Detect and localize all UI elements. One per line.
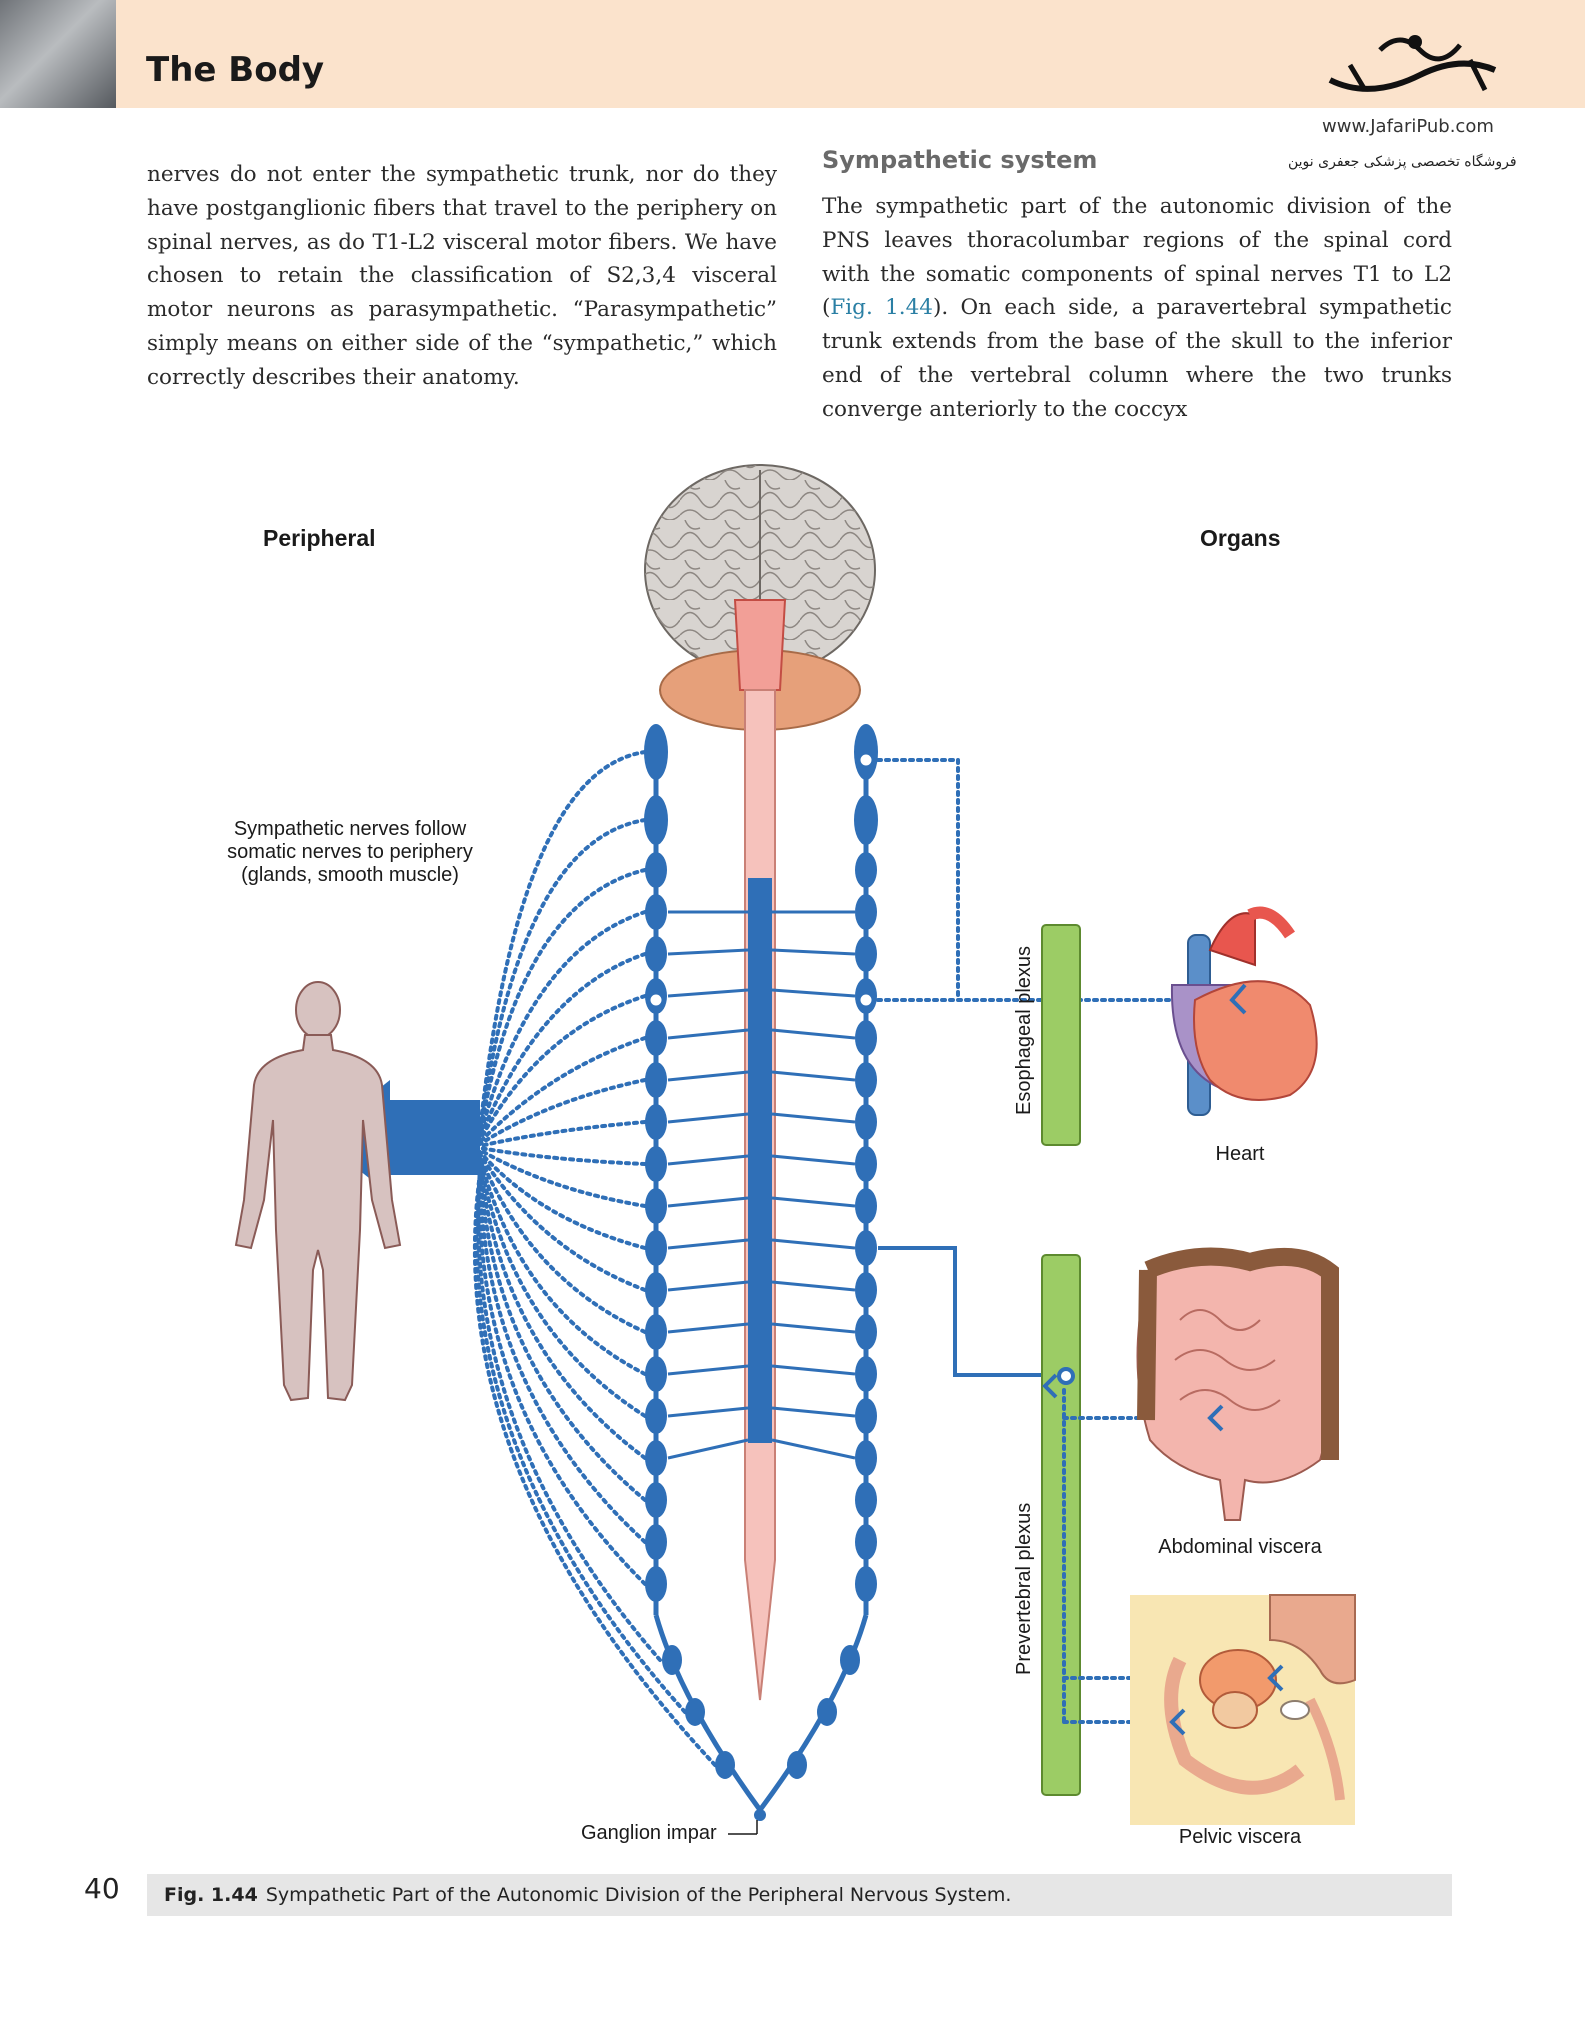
right-sympathetic-trunk xyxy=(754,724,878,1821)
website-url: www.JafariPub.com xyxy=(1322,116,1494,137)
cardiac-nerve-path xyxy=(876,758,1230,1002)
prevertebral-plexus-bar xyxy=(1041,1254,1081,1796)
heart-label: Heart xyxy=(1215,1143,1265,1165)
esophageal-plexus-label: Esophageal plexus xyxy=(1013,945,1035,1115)
peripheral-heading: Peripheral xyxy=(263,525,376,551)
organs-heading: Organs xyxy=(1200,525,1281,551)
heart-illustration xyxy=(1170,906,1318,1116)
peripheral-fibers xyxy=(473,750,717,1767)
shop-name: فروشگاه تخصصی پزشکی جعفری نوین xyxy=(1288,154,1517,170)
prevertebral-ganglion-marker xyxy=(1042,1367,1075,1399)
periphery-note-line-2: somatic nerves to periphery xyxy=(227,841,473,863)
caption-text: Sympathetic Part of the Autonomic Divisi… xyxy=(265,1884,1012,1906)
page-number: 40 xyxy=(84,1872,120,1905)
right-column-text-end: ). On each side, a paravertebral sympath… xyxy=(822,295,1452,422)
splanchnic-nerve xyxy=(878,1246,1042,1377)
right-column-text-start: The sympathetic part of the autonomic di… xyxy=(822,194,1452,321)
periphery-note-line-3: (glands, smooth muscle) xyxy=(241,864,459,886)
abdominal-viscera-illustration xyxy=(1136,1247,1339,1521)
pelvic-viscera-illustration xyxy=(1130,1594,1356,1825)
periphery-note-line-1: Sympathetic nerves follow xyxy=(233,818,467,840)
right-column-text: The sympathetic part of the autonomic di… xyxy=(822,190,1452,427)
spinal-cord xyxy=(744,689,776,1701)
sympathetic-system-heading: Sympathetic system xyxy=(822,146,1098,174)
caption-bar xyxy=(147,1874,1452,1916)
periphery-note: Sympathetic nerves follow somatic nerves… xyxy=(200,818,500,887)
abdominal-viscera-label: Abdominal viscera xyxy=(1158,1536,1322,1558)
left-sympathetic-trunk xyxy=(644,724,763,1812)
chapter-thumbnail-image xyxy=(0,0,116,108)
pelvic-viscera-label: Pelvic viscera xyxy=(1178,1826,1302,1848)
esophageal-plexus-bar xyxy=(1041,924,1081,1146)
left-column-text: nerves do not enter the sympathetic trun… xyxy=(147,162,777,390)
ganglion-marker xyxy=(647,991,665,1009)
publisher-logo xyxy=(1328,35,1497,92)
prevertebral-plexus-label: Prevertebral plexus xyxy=(1013,1502,1035,1675)
figure-reference-link[interactable]: Fig. 1.44 xyxy=(830,295,933,321)
ganglion-marker xyxy=(857,991,875,1009)
ganglion-impar-label: Ganglion impar xyxy=(581,1822,717,1844)
page-header xyxy=(0,0,1585,108)
caption-label: Fig. 1.44 xyxy=(164,1884,258,1906)
rami-communicantes xyxy=(667,910,856,1460)
ganglion-marker xyxy=(857,751,875,769)
figure-caption: Fig. 1.44 Sympathetic Part of the Autonom… xyxy=(164,1884,1011,1906)
section-title: The Body xyxy=(146,50,325,90)
human-figure xyxy=(234,981,402,1402)
